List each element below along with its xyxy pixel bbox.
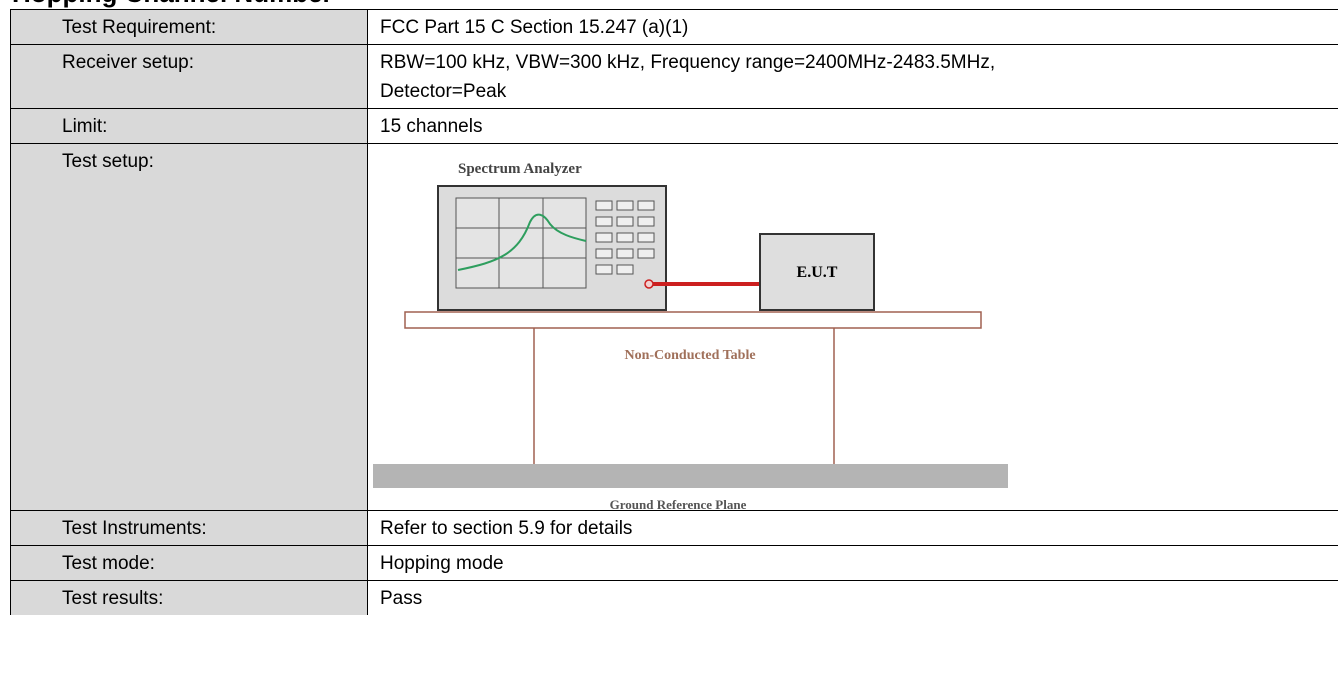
- row-label-test-instruments: Test Instruments:: [10, 510, 368, 546]
- test-setup-diagram: Spectrum Analyzer: [373, 161, 1008, 510]
- row-value-test-setup: Spectrum Analyzer: [367, 143, 1338, 511]
- eut-label: E.U.T: [797, 264, 838, 281]
- ground-label: Ground Reference Plane: [610, 497, 747, 510]
- table-row: Limit: 15 channels: [10, 108, 1338, 144]
- row-value-limit: 15 channels: [367, 108, 1338, 144]
- row-label-limit: Limit:: [10, 108, 368, 144]
- receiver-setup-line-2: Detector=Peak: [380, 81, 507, 102]
- table-row: Test setup: Spectrum Analyzer: [10, 143, 1338, 511]
- row-value-test-instruments: Refer to section 5.9 for details: [367, 510, 1338, 546]
- table-row: Test Instruments: Refer to section 5.9 f…: [10, 510, 1338, 546]
- analyzer-screen: [455, 197, 587, 289]
- row-label-receiver-setup: Receiver setup:: [10, 44, 368, 109]
- table-row: Test mode: Hopping mode: [10, 545, 1338, 581]
- rf-port: [644, 279, 654, 289]
- row-label-test-setup: Test setup:: [10, 143, 368, 511]
- spectrum-trace: [457, 213, 587, 271]
- table-top: [404, 311, 982, 329]
- row-value-test-mode: Hopping mode: [367, 545, 1338, 581]
- row-value-receiver-setup: RBW=100 kHz, VBW=300 kHz, Frequency rang…: [367, 44, 1338, 109]
- ground-plane: [373, 464, 1008, 488]
- section-heading: Hopping Channel Number: [12, 0, 412, 10]
- row-value-test-results: Pass: [367, 580, 1338, 615]
- table-label: Non-Conducted Table: [624, 348, 755, 363]
- row-value-test-requirement: FCC Part 15 C Section 15.247 (a)(1): [367, 9, 1338, 45]
- table-row: Test results: Pass: [10, 580, 1338, 615]
- row-label-test-results: Test results:: [10, 580, 368, 615]
- section-heading-text: Hopping Channel Number: [12, 0, 333, 9]
- receiver-setup-line-1: RBW=100 kHz, VBW=300 kHz, Frequency rang…: [380, 52, 996, 73]
- row-label-test-mode: Test mode:: [10, 545, 368, 581]
- test-spec-table: Test Requirement: FCC Part 15 C Section …: [10, 9, 1338, 615]
- eut-box: [759, 233, 875, 311]
- row-label-test-requirement: Test Requirement:: [10, 9, 368, 45]
- analyzer-buttons: [595, 200, 655, 275]
- table-row: Receiver setup: RBW=100 kHz, VBW=300 kHz…: [10, 44, 1338, 109]
- analyzer-title: Spectrum Analyzer: [458, 161, 582, 177]
- table-row: Test Requirement: FCC Part 15 C Section …: [10, 9, 1338, 45]
